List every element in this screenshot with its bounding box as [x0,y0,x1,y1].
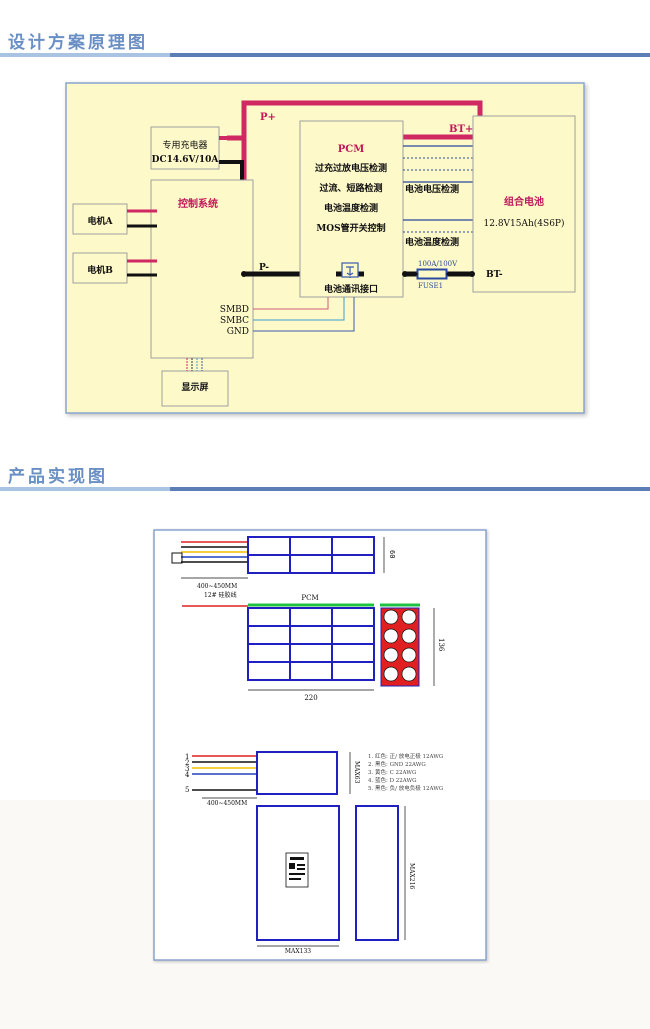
pin-5-label: 5 [185,786,189,794]
wire-spec: 4. 蓝色: D 22AWG [368,776,417,784]
bt-plus-label: BT+ [449,124,473,135]
pin-label: 1 [185,753,189,761]
dim-136: 136 [437,638,445,652]
pin-label: 3 [185,765,189,773]
control-system-label: 控制系统 [178,197,218,210]
pin-label: 2 [185,759,189,767]
lead-length-top: 400~450MM [197,583,237,590]
display-box [161,370,229,407]
dim-60: 60 [388,550,396,558]
dim-max63: MAX63 [353,761,360,784]
battery-title: 组合电池 [504,195,544,208]
smbc-label: SMBC [220,316,249,326]
wire-spec: 2. 黑色: GND 22AWG [368,760,426,768]
dim-220: 220 [304,694,317,702]
comm-interface-label: 电池通讯接口 [324,283,378,295]
temp-detect-label: 电池温度检测 [405,236,459,248]
bt-minus-label: BT- [486,270,503,280]
section-divider [0,53,650,57]
wire-spec: 3. 黄色: C 22AWG [368,768,416,776]
charger-label-1: 专用充电器 [162,139,207,151]
wire-spec: 5. 黑色: 负/ 放电负极 12AWG [368,784,443,792]
wire-note: 12# 硅胶线 [204,591,237,599]
pcm-board-label: PCM [301,594,318,602]
pcm-title: PCM [338,144,365,155]
fuse-label: FUSE1 [418,282,443,290]
voltage-detect-label: 电池电压检测 [405,183,459,195]
display-label: 显示屏 [181,382,208,393]
dim-max216: MAX216 [408,863,415,889]
smbd-label: SMBD [220,305,249,315]
connector-pack-side [256,751,338,795]
section-divider [0,487,650,491]
side-pack-cells [380,607,420,687]
p-minus-label: P- [259,263,269,273]
p-plus-label: P+ [260,112,276,123]
charger-label-2: DC14.6V/10A [152,155,220,165]
label-sticker [285,852,309,888]
front-pack-cells [247,607,375,681]
gnd-label: GND [227,327,249,337]
charger-box [150,126,220,170]
dim-max133: MAX133 [285,948,311,955]
wire-spec: 1. 红色: 正/ 放电正极 12AWG [368,752,443,760]
pcm-item: 过充过放电压检测 [315,162,387,174]
battery-spec: 12.8V15Ah(4S6P) [484,218,565,229]
battery-box [472,115,576,293]
motor-a-label: 电机A [88,215,114,227]
pcm-item: 电池温度检测 [324,202,378,214]
section-title-schematic: 设计方案原理图 [8,33,148,53]
motor-b-box [72,252,128,284]
pcm-item: MOS管开关控制 [316,222,385,234]
control-system-box [150,179,254,359]
motor-b-label: 电机B [87,264,113,276]
pack-side-large [355,805,399,941]
product-drawing: 60 400~450MM 12# 硅胶线 PCM 220 136 1 2 3 4… [153,529,487,961]
motor-a-box [72,203,128,235]
schematic-diagram: P+ BT+ 专用充电器 DC14.6V/10A 控制系统 SMBD SMBC … [65,82,585,414]
pin-label: 4 [185,771,190,779]
fuse-rating: 100A/100V [418,260,458,268]
section-title-product: 产品实现图 [8,467,108,487]
lead-length-bottom: 400~450MM [207,800,247,807]
pcm-item: 过流、短路检测 [319,182,382,194]
top-pack-cells [247,536,375,574]
